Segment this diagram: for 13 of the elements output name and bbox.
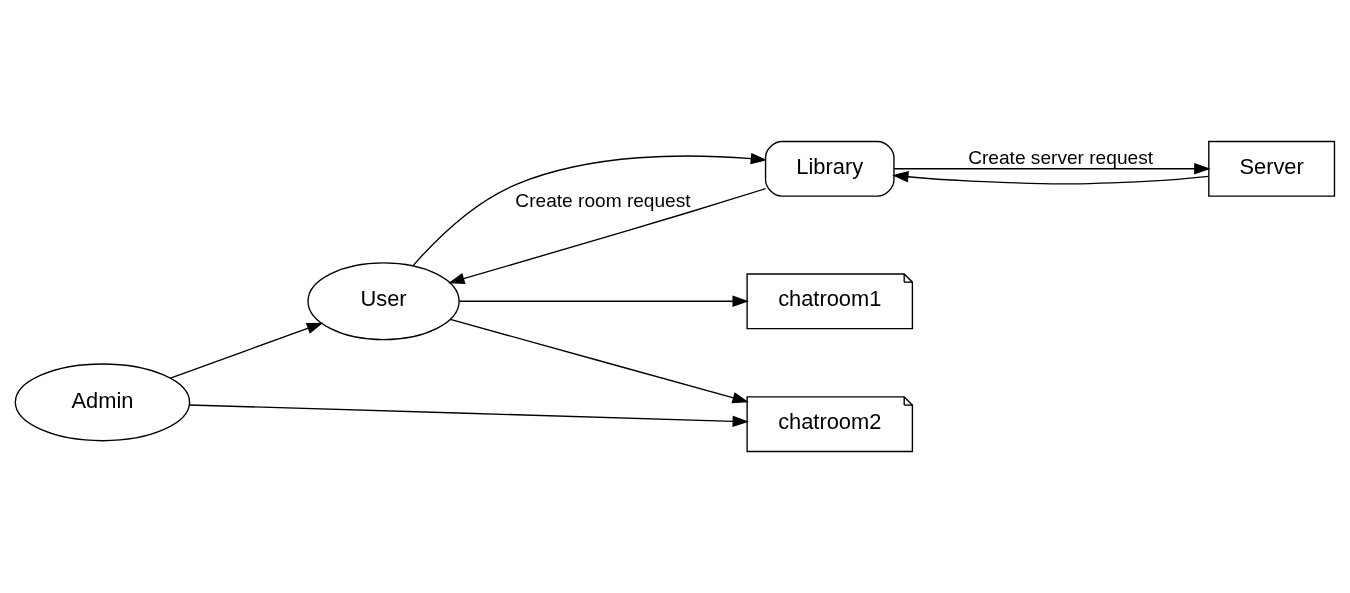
arrow (169, 322, 324, 379)
node-box: Server (1208, 140, 1336, 197)
arrow (188, 404, 749, 428)
edge-label: Create server request (968, 146, 1154, 168)
edge-label: Create room request (515, 190, 691, 212)
node-box: Library (764, 140, 895, 197)
node-ellipse: Admin (14, 363, 191, 442)
arrow (412, 152, 768, 267)
arrow (449, 318, 749, 404)
arrow (892, 171, 1210, 185)
arrow (458, 295, 749, 308)
arrow (448, 188, 767, 285)
arrow (893, 163, 1211, 175)
